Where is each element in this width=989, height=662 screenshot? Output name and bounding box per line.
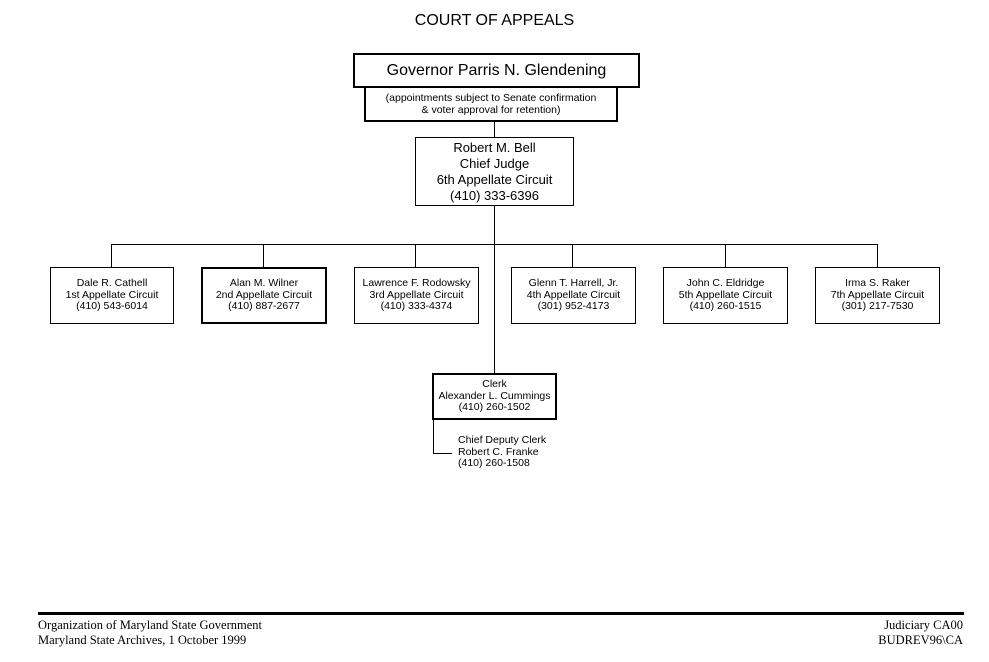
judge-circuit: 5th Appellate Circuit xyxy=(678,288,773,301)
footer-source-date: Maryland State Archives, 1 October 1999 xyxy=(38,633,247,647)
connector-clerk-deputy xyxy=(433,419,434,454)
connector-drop-judge-4 xyxy=(572,244,573,267)
judge-phone: (301) 952-4173 xyxy=(537,300,610,313)
deputy-clerk-entry: Chief Deputy Clerk Robert C. Franke (410… xyxy=(458,434,547,470)
connector-drop-judge-1 xyxy=(111,244,112,267)
footer-left: Organization of Maryland State Governmen… xyxy=(38,618,262,648)
deputy-clerk-phone: (410) 260-1508 xyxy=(458,457,530,469)
connector-chief-trunk xyxy=(494,205,495,373)
chief-judge-box: Robert M. Bell Chief Judge 6th Appellate… xyxy=(415,137,574,206)
judge-name: Dale R. Cathell xyxy=(76,277,148,290)
judge-box-5th-circuit: John C. Eldridge 5th Appellate Circuit (… xyxy=(663,267,788,324)
judge-name: Glenn T. Harrell, Jr. xyxy=(528,277,619,290)
clerk-phone: (410) 260-1502 xyxy=(458,401,531,414)
judge-phone: (410) 887-2677 xyxy=(228,300,300,313)
footer-agency-code: Judiciary CA00 xyxy=(884,618,963,632)
footer-document-ref: BUDREV96\CA xyxy=(878,633,963,647)
appointment-note-line2: & voter approval for retention) xyxy=(421,104,561,116)
judge-box-7th-circuit: Irma S. Raker 7th Appellate Circuit (301… xyxy=(815,267,940,324)
judge-name: John C. Eldridge xyxy=(686,277,765,290)
footer-right: Judiciary CA00 BUDREV96\CA xyxy=(878,618,963,648)
chart-title: COURT OF APPEALS xyxy=(414,12,575,29)
governor-box: Governor Parris N. Glendening xyxy=(353,53,640,88)
appointment-note-box: (appointments subject to Senate confirma… xyxy=(364,86,618,122)
deputy-clerk-name: Robert C. Franke xyxy=(458,445,539,458)
connector-deputy-tick xyxy=(433,453,452,454)
chief-judge-role: Chief Judge xyxy=(459,155,530,171)
judge-circuit: 4th Appellate Circuit xyxy=(526,288,621,301)
chief-judge-circuit: 6th Appellate Circuit xyxy=(436,171,553,187)
appointment-note-line1: (appointments subject to Senate confirma… xyxy=(385,92,597,104)
judge-circuit: 1st Appellate Circuit xyxy=(65,288,159,301)
footer-source-title: Organization of Maryland State Governmen… xyxy=(38,618,263,632)
judge-box-4th-circuit: Glenn T. Harrell, Jr. 4th Appellate Circ… xyxy=(511,267,636,324)
clerk-box: Clerk Alexander L. Cummings (410) 260-15… xyxy=(432,373,557,420)
clerk-name: Alexander L. Cummings xyxy=(438,389,551,402)
judge-box-3rd-circuit: Lawrence F. Rodowsky 3rd Appellate Circu… xyxy=(354,267,479,324)
judge-phone: (410) 260-1515 xyxy=(689,300,762,313)
judge-phone: (410) 543-6014 xyxy=(76,300,148,313)
chief-judge-name: Robert M. Bell xyxy=(453,139,536,155)
chief-judge-phone: (410) 333-6396 xyxy=(450,187,539,203)
connector-drop-judge-2 xyxy=(263,244,264,267)
judge-box-1st-circuit: Dale R. Cathell 1st Appellate Circuit (4… xyxy=(50,267,174,324)
footer-divider xyxy=(38,612,964,615)
judge-circuit: 3rd Appellate Circuit xyxy=(369,288,464,301)
connector-governor-chief xyxy=(494,121,495,137)
connector-drop-judge-6 xyxy=(877,244,878,267)
connector-drop-judge-3 xyxy=(415,244,416,267)
governor-name: Governor Parris N. Glendening xyxy=(386,61,607,79)
connector-drop-judge-5 xyxy=(725,244,726,267)
clerk-role: Clerk xyxy=(482,378,507,391)
judge-name: Alan M. Wilner xyxy=(229,277,299,290)
judge-phone: (301) 217-7530 xyxy=(841,300,914,313)
judge-circuit: 7th Appellate Circuit xyxy=(830,288,925,301)
judge-name: Irma S. Raker xyxy=(845,277,910,290)
connector-judges-bus xyxy=(111,244,878,245)
judge-circuit: 2nd Appellate Circuit xyxy=(215,288,313,301)
judge-name: Lawrence F. Rodowsky xyxy=(362,277,471,290)
deputy-clerk-role: Chief Deputy Clerk xyxy=(458,434,547,446)
judge-phone: (410) 333-4374 xyxy=(380,300,453,313)
judge-box-2nd-circuit: Alan M. Wilner 2nd Appellate Circuit (41… xyxy=(201,267,327,324)
